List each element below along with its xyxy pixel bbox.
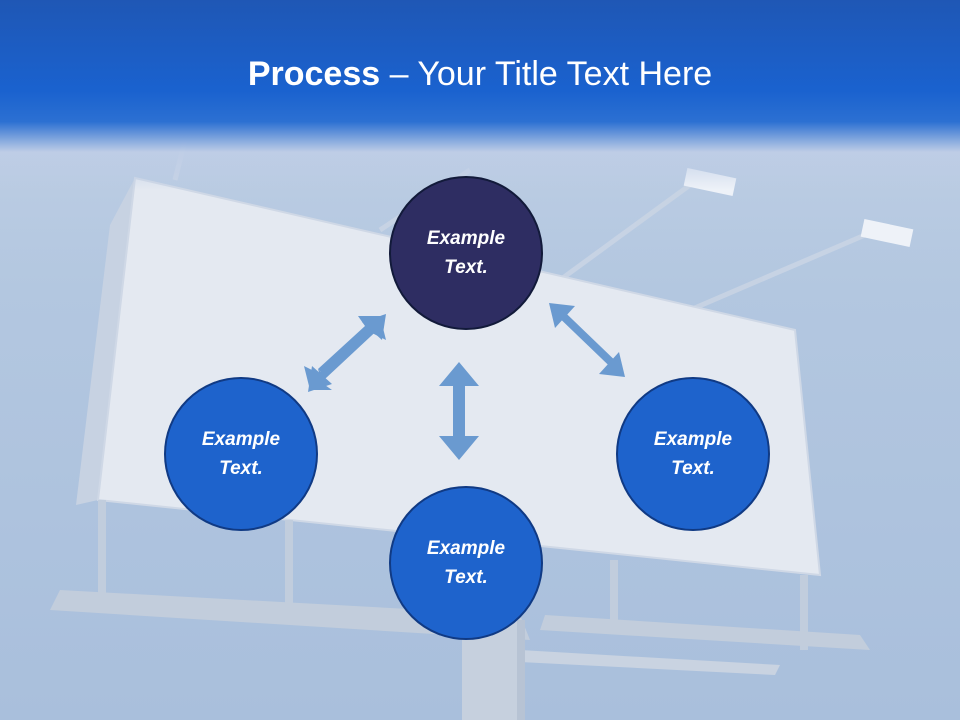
node-right-label: Example Text. xyxy=(653,429,733,479)
double-arrow-center-icon xyxy=(439,362,479,460)
slide-title: Process – Your Title Text Here xyxy=(0,52,960,96)
node-top-label: Example Text. xyxy=(426,228,506,278)
process-node-right: Example Text. xyxy=(616,377,770,531)
title-bold: Process xyxy=(247,55,381,93)
node-bottom-label: Example Text. xyxy=(426,538,506,588)
title-rest: – Your Title Text Here xyxy=(380,55,713,93)
node-left-label: Example Text. xyxy=(201,429,281,479)
double-arrow-right-icon xyxy=(549,303,625,377)
process-node-top: Example Text. xyxy=(389,176,543,330)
header-band xyxy=(0,0,960,190)
process-node-bottom: Example Text. xyxy=(389,486,543,640)
process-node-left: Example Text. xyxy=(164,377,318,531)
double-arrow-left-icon xyxy=(304,314,386,392)
